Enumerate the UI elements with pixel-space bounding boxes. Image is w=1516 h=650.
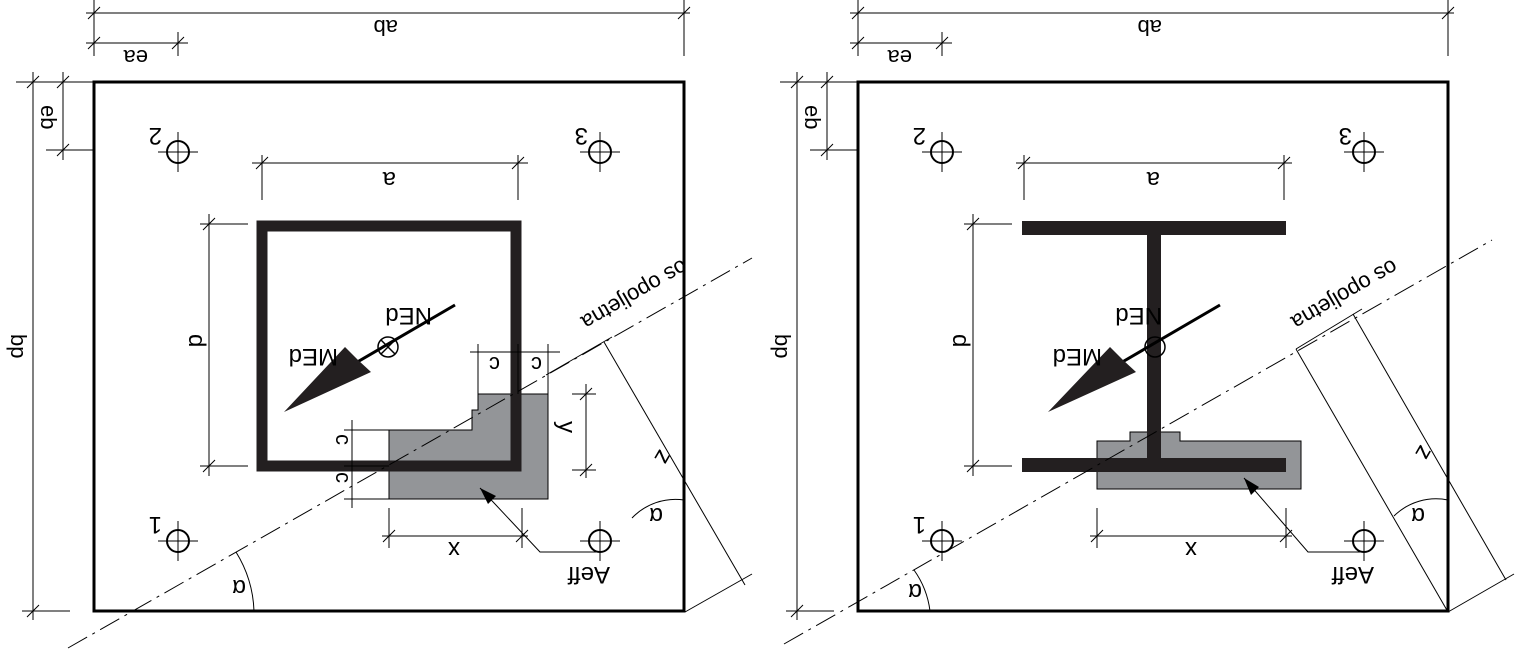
dimension-d [200,214,248,476]
label-d: d [947,334,974,347]
dimension-ea [850,32,952,56]
bolt-1 [158,521,198,561]
dimension-ea [86,32,188,56]
dimension-a [1016,155,1292,200]
angle-arc-right [1393,498,1449,517]
label-a: a [382,166,396,193]
label-c-1: c [489,352,500,377]
dimension-y [572,384,596,478]
label-aeff: Aeff [1331,561,1374,588]
label-a: a [1146,166,1160,193]
bolt-4 [580,521,620,561]
bolt-1 [922,521,962,561]
aeff-leader [1243,477,1365,553]
label-alpha-2: α [1411,502,1425,529]
dimension-eb [810,72,858,160]
angle-arc-right [631,498,685,519]
dimension-x [382,508,529,548]
bolt-label-3: 3 [575,122,588,149]
label-alpha-2: α [649,502,663,529]
label-aeff: Aeff [567,561,610,588]
label-y: y [553,421,580,433]
aeff-leader [479,487,600,553]
dimension-c-top [470,344,560,394]
bolt-label-1: 1 [149,511,162,538]
label-ea: ea [123,45,148,70]
label-axis: os opoljetna [576,254,692,335]
axial-force-symbol [1144,336,1166,358]
label-x: x [1185,536,1197,563]
bolt-label-1: 1 [913,511,926,538]
label-ned: NEd [1115,302,1162,329]
label-z: z [649,445,678,469]
bolt-3 [1344,132,1384,172]
label-bp: bp [6,334,31,358]
dimension-bp [16,72,94,620]
base-plate [92,80,686,613]
label-ned: NEd [385,302,432,329]
label-med: MEd [289,343,338,370]
neutral-axis [67,257,753,649]
label-ea: ea [887,45,912,70]
diagram-left: ab ea bp eb [6,0,753,649]
label-eb: eb [800,105,825,129]
dimension-x [1090,508,1293,548]
label-bp: bp [770,334,795,358]
effective-area [388,393,549,500]
label-d: d [183,334,210,347]
bolt-label-2: 2 [149,122,162,149]
angle-arc-bottom [235,551,255,612]
dimension-z [545,336,753,613]
diagram-right: ab ea bp eb 2 [770,0,1515,645]
dimension-c-left [344,420,389,508]
angle-arc-bottom [913,569,931,612]
dimension-eb [46,72,94,160]
dimension-ab [850,0,1455,56]
bolt-2 [158,132,198,172]
label-ab: ab [374,15,398,40]
label-z: z [1409,441,1438,465]
label-x: x [448,536,460,563]
label-axis: os opoljetna [1286,254,1402,335]
neutral-axis [783,239,1493,645]
bolt-label-2: 2 [913,122,926,149]
label-c-4: c [331,472,356,483]
label-alpha-1: α [232,574,246,601]
label-eb: eb [36,105,61,129]
aeff-leader-arrow [1244,478,1259,495]
label-med: MEd [1053,343,1102,370]
base-plate [856,80,1450,613]
moment-arrow-head-2 [301,370,346,403]
dimension-ab [86,0,691,56]
label-c-2: c [531,352,542,377]
dimension-bp [780,72,858,620]
moment-arrow-head [1048,347,1136,412]
aeff-leader-arrow [480,488,496,504]
bolt-label-3: 3 [1339,122,1352,149]
dimension-z [1295,308,1515,613]
i-section [1022,221,1286,472]
dimension-d [964,214,1012,476]
bolt-4 [1344,521,1384,561]
label-c-3: c [331,434,356,445]
dimension-a [252,155,528,200]
label-ab: ab [1138,15,1162,40]
bolt-2 [922,132,962,172]
bolt-3 [580,132,620,172]
label-alpha-1: α [908,578,922,605]
